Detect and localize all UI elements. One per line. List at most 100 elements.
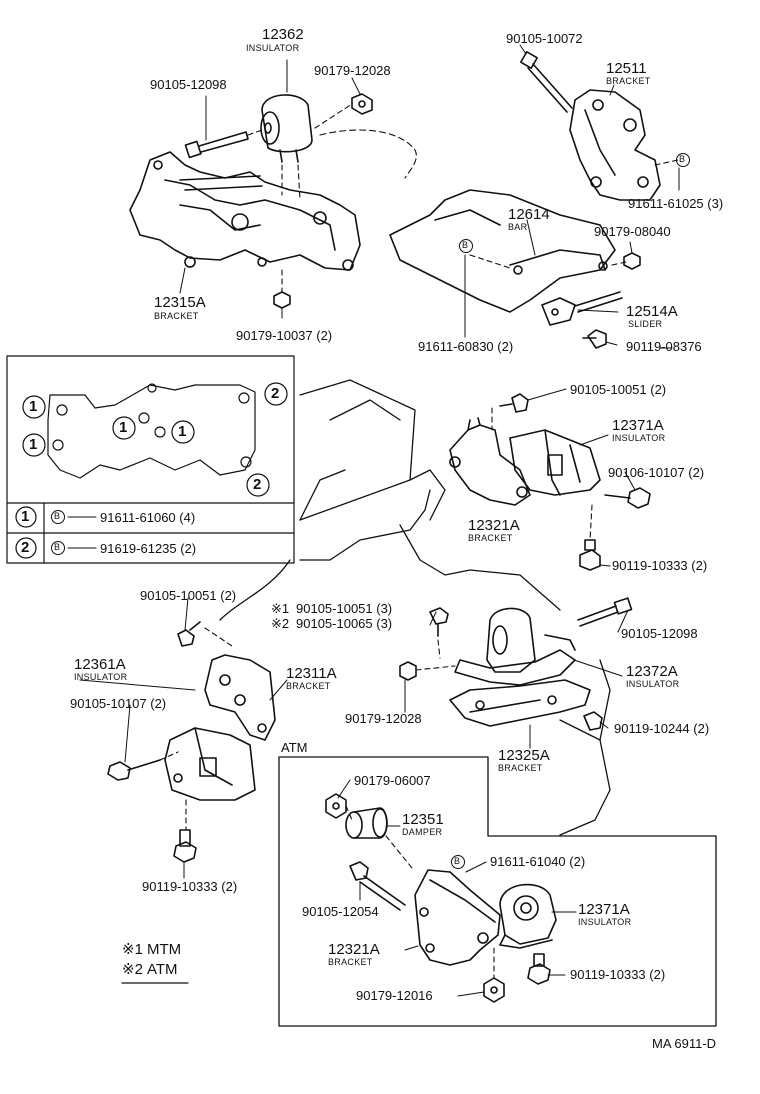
part-number-12362: 12362 bbox=[262, 26, 304, 43]
insulator-12361A-drawing bbox=[164, 727, 256, 801]
legend-row-2-b-symbol: B bbox=[54, 542, 61, 552]
part-number-90119-10333-atm: 90119-10333 (2) bbox=[570, 967, 666, 982]
part-name-bracket-12311A: BRACKET bbox=[286, 681, 331, 691]
nut-90179-10037 bbox=[273, 291, 291, 309]
part-number-90105-10051-mtm: 90105-10051 (3) bbox=[296, 601, 393, 616]
part-number-91611-60830: 91611-60830 (2) bbox=[418, 339, 514, 354]
legend-box bbox=[6, 355, 295, 564]
bracket-12511-drawing bbox=[569, 89, 661, 201]
part-name-bracket-12325A: BRACKET bbox=[498, 763, 543, 773]
part-name-insulator-12361A: INSULATOR bbox=[74, 672, 128, 682]
b-symbol-91611-61040: B bbox=[454, 856, 461, 866]
note-1-mark: ※1 bbox=[122, 941, 143, 958]
part-number-90119-10333-midright: 90119-10333 (2) bbox=[612, 558, 708, 573]
legend-marker-1-d: 1 bbox=[178, 423, 187, 440]
bracket-12315A-drawing bbox=[129, 151, 361, 271]
top-dashed-curve bbox=[319, 129, 417, 179]
part-number-12371A-atm: 12371A bbox=[578, 901, 630, 918]
bolt-90119-10333-atm bbox=[527, 953, 551, 985]
bolt-90105-10051-center bbox=[429, 607, 449, 637]
bolt-90105-10072 bbox=[520, 51, 573, 113]
part-number-12514A: 12514A bbox=[626, 303, 678, 320]
leader-dashes-topleft bbox=[247, 103, 353, 293]
bolt-90105-12054 bbox=[349, 861, 406, 911]
note-mtm-prefix-1: ※1 bbox=[271, 601, 290, 616]
engine-block-outline bbox=[219, 379, 611, 836]
nut-90179-06007 bbox=[325, 793, 347, 819]
part-number-12511: 12511 bbox=[606, 60, 647, 77]
leader-dashes-topright bbox=[469, 159, 679, 269]
part-number-90105-10051-midright: 90105-10051 (2) bbox=[570, 382, 667, 397]
part-number-12361A: 12361A bbox=[74, 656, 126, 673]
legend-row-1-b-symbol: B bbox=[54, 511, 61, 521]
legend-row-1-part: 91611-61060 (4) bbox=[100, 510, 196, 525]
note-1-text: MTM bbox=[147, 941, 182, 958]
legend-table-leaders bbox=[67, 347, 673, 549]
bracket-12325A-drawing bbox=[449, 679, 591, 727]
bolt-90119-10333-midright bbox=[579, 539, 601, 571]
part-number-90105-10065-atm: 90105-10065 (3) bbox=[296, 616, 393, 631]
part-name-bracket-12511: BRACKET bbox=[606, 76, 651, 86]
legend-marker-1-c: 1 bbox=[119, 419, 128, 436]
part-number-90179-12028-mid: 90179-12028 bbox=[345, 711, 422, 726]
bracket-12321A-upper bbox=[449, 417, 531, 506]
legend-marker-2-b: 2 bbox=[253, 476, 262, 493]
insulator-12372A-drawing bbox=[454, 607, 576, 686]
legend-row-1-marker: 1 bbox=[21, 508, 30, 525]
b-symbol-91611-60830: B bbox=[462, 240, 469, 250]
part-number-12311A: 12311A bbox=[286, 665, 337, 682]
leader-dashes-midright bbox=[491, 407, 593, 541]
part-name-slider-12514A: SLIDER bbox=[628, 319, 663, 329]
nut-90179-12028-top bbox=[351, 93, 373, 115]
part-number-90105-10107-left: 90105-10107 (2) bbox=[70, 696, 167, 711]
bolt-90106-10107 bbox=[604, 487, 651, 509]
bar-12614-drawing bbox=[389, 189, 616, 313]
part-number-90119-10333-left: 90119-10333 (2) bbox=[142, 879, 238, 894]
part-name-bracket-12321A-atm: BRACKET bbox=[328, 957, 373, 967]
bolt-90105-10051-midright bbox=[499, 393, 529, 413]
part-name-insulator-12362: INSULATOR bbox=[246, 43, 300, 53]
part-number-12372A: 12372A bbox=[626, 663, 678, 680]
part-number-90105-12098-top: 90105-12098 bbox=[150, 77, 227, 92]
marker-circles bbox=[15, 382, 288, 559]
bolt-90105-12098-top bbox=[184, 131, 249, 159]
bolt-90105-12098-mid bbox=[577, 597, 633, 627]
insulator-12371A-atm bbox=[499, 883, 557, 949]
part-number-90179-10037: 90179-10037 (2) bbox=[236, 328, 333, 343]
atm-box-title: ATM bbox=[281, 740, 308, 755]
bolt-90105-10107-left bbox=[107, 759, 161, 781]
part-number-12321A-atm: 12321A bbox=[328, 941, 380, 958]
part-number-12371A-upper: 12371A bbox=[612, 417, 664, 434]
leader-dashes-center bbox=[415, 639, 456, 671]
insulator-12362-drawing bbox=[260, 94, 313, 163]
note-2-mark: ※2 bbox=[122, 961, 143, 978]
legend-row-2-marker: 2 bbox=[21, 539, 30, 556]
part-number-12351: 12351 bbox=[402, 811, 444, 828]
bracket-12311A-drawing bbox=[204, 654, 276, 741]
part-number-90105-12098-mid: 90105-12098 bbox=[621, 626, 698, 641]
part-number-12325A: 12325A bbox=[498, 747, 550, 764]
part-name-insulator-12371A-atm: INSULATOR bbox=[578, 917, 632, 927]
part-number-12315A: 12315A bbox=[154, 294, 206, 311]
part-number-90105-10072: 90105-10072 bbox=[506, 31, 583, 46]
bolt-90105-10051-left bbox=[177, 621, 201, 647]
part-name-bar-12614: BAR bbox=[508, 222, 528, 232]
slider-12514A-drawing bbox=[541, 291, 623, 349]
part-name-damper-12351: DAMPER bbox=[402, 827, 443, 837]
b-symbol-circles bbox=[51, 153, 690, 869]
bracket-12321A-atm bbox=[414, 869, 501, 966]
leader-lines bbox=[79, 44, 680, 997]
insulator-12371A-upper bbox=[509, 429, 601, 496]
atm-box-outline bbox=[278, 756, 717, 1027]
part-number-90105-10051-left: 90105-10051 (2) bbox=[140, 588, 237, 603]
legend-marker-2-a: 2 bbox=[271, 385, 280, 402]
part-number-90179-08040: 90179-08040 bbox=[594, 224, 671, 239]
part-number-90119-10244: 90119-10244 (2) bbox=[614, 721, 710, 736]
part-number-90179-06007: 90179-06007 bbox=[354, 773, 431, 788]
part-number-91611-61025: 91611-61025 (3) bbox=[628, 196, 724, 211]
part-number-12614: 12614 bbox=[508, 206, 550, 223]
diagram-code: MA 6911-D bbox=[652, 1036, 717, 1051]
bolt-90119-10244 bbox=[583, 711, 603, 731]
leader-dashes-atm bbox=[345, 805, 495, 979]
